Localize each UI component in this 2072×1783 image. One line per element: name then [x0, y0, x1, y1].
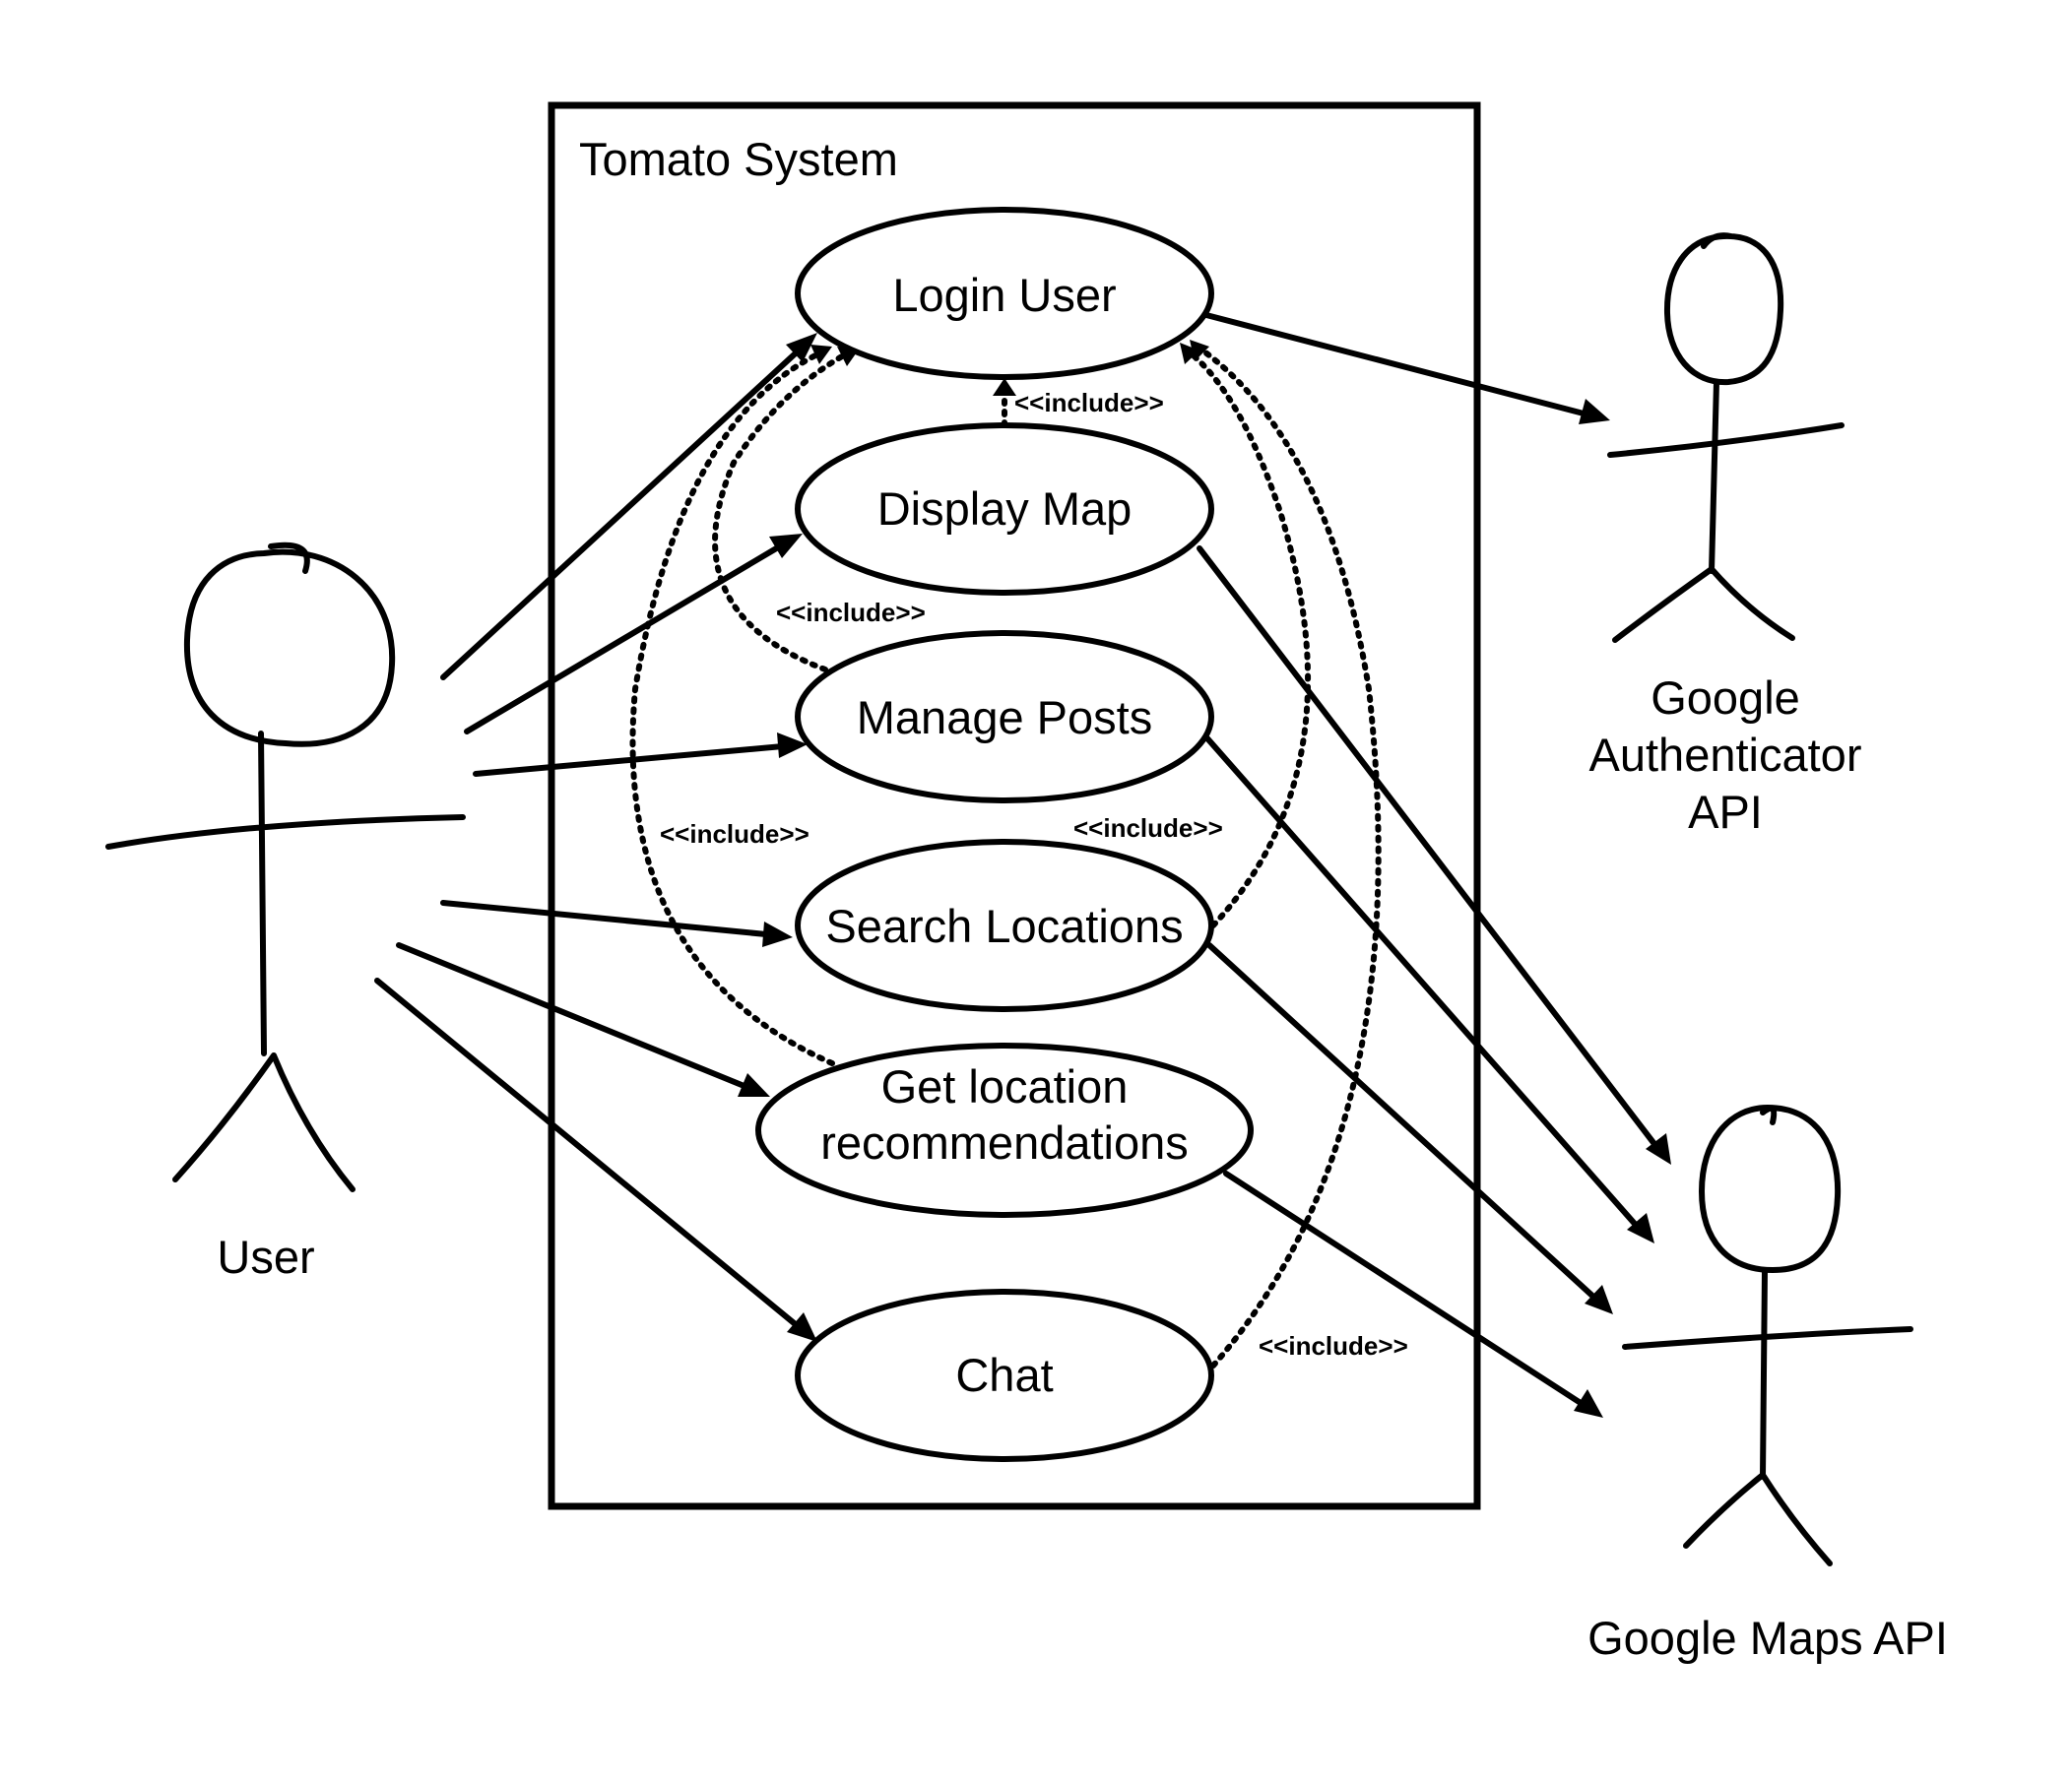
arrowhead-get-recs-google-maps — [1574, 1389, 1603, 1418]
assoc-user-manage-posts — [473, 743, 786, 777]
include-label-search-locations: <<include>> — [1073, 813, 1223, 843]
actor-label-google-auth-line3: API — [1688, 786, 1763, 838]
include-arrowhead-chat-login — [1190, 340, 1209, 361]
include-chat-to-login — [1198, 347, 1382, 1369]
include-get-recs-to-login — [629, 351, 835, 1066]
use-case-label-manage-posts: Manage Posts — [857, 691, 1152, 743]
use-case-manage-posts: Manage Posts — [795, 630, 1214, 803]
assoc-login-google-auth — [1203, 312, 1586, 416]
use-case-login-user: Login User — [795, 207, 1214, 380]
arrowhead-user-chat — [787, 1312, 817, 1342]
use-case-search-locations: Search Locations — [795, 839, 1214, 1012]
use-case-display-map: Display Map — [795, 422, 1214, 596]
use-case-label-get-recs-line2: recommendations — [820, 1116, 1189, 1169]
assoc-user-chat — [374, 978, 801, 1329]
actor-label-user: User — [217, 1231, 314, 1283]
system-title: Tomato System — [579, 133, 898, 185]
actor-label-google-auth-line2: Authenticator — [1589, 729, 1862, 781]
system-boundary — [548, 101, 1481, 1510]
use-case-label-login-user: Login User — [892, 269, 1116, 321]
google-auth-head-icon — [1663, 232, 1784, 386]
arrowhead-display-map-google-maps — [1646, 1133, 1671, 1165]
arrowhead-user-manage-posts — [777, 732, 808, 758]
use-case-label-search-locations: Search Locations — [825, 900, 1183, 952]
google-maps-body-icon — [1622, 1267, 1913, 1566]
assoc-manage-posts-google-maps — [1204, 735, 1638, 1227]
include-label-display-map: <<include>> — [1014, 388, 1164, 417]
actor-label-google-auth-line1: Google — [1651, 671, 1800, 724]
include-label-manage-posts: <<include>> — [776, 598, 926, 627]
arrowhead-user-search — [762, 922, 793, 947]
arrowhead-user-display-map — [769, 534, 803, 558]
user-associations — [374, 333, 817, 1342]
include-arrowhead-getrecs-login — [810, 345, 832, 364]
actor-google-authenticator: Google Authenticator API — [1589, 232, 1862, 838]
user-body-icon — [105, 731, 466, 1192]
include-arrowhead-display-login — [993, 378, 1016, 396]
user-head-icon — [183, 541, 396, 747]
assoc-user-login — [440, 347, 803, 680]
arrowhead-search-google-maps — [1585, 1285, 1613, 1314]
google-maps-head-icon — [1699, 1105, 1842, 1273]
api-associations — [1197, 312, 1671, 1418]
google-auth-body-icon — [1607, 379, 1845, 643]
actor-user: User — [105, 541, 466, 1283]
use-case-chat: Chat — [795, 1289, 1214, 1462]
arrowhead-user-get-recs — [738, 1073, 770, 1097]
arrowhead-login-google-auth — [1579, 399, 1610, 424]
arrowhead-user-login — [786, 333, 817, 362]
include-arrowhead-search-login — [1180, 343, 1199, 364]
use-case-label-chat: Chat — [955, 1349, 1053, 1401]
include-manage-posts-to-login — [712, 353, 845, 672]
use-case-label-display-map: Display Map — [877, 482, 1133, 535]
assoc-user-search — [440, 900, 769, 937]
include-label-chat: <<include>> — [1259, 1331, 1408, 1361]
assoc-user-get-recs — [396, 942, 749, 1090]
assoc-search-google-maps — [1206, 942, 1596, 1300]
include-label-get-recs: <<include>> — [660, 819, 809, 849]
actor-google-maps: Google Maps API — [1587, 1105, 1948, 1664]
use-case-label-get-recs-line1: Get location — [881, 1060, 1129, 1113]
actor-label-google-maps: Google Maps API — [1587, 1612, 1948, 1664]
assoc-display-map-google-maps — [1197, 545, 1657, 1147]
assoc-get-recs-google-maps — [1223, 1171, 1584, 1406]
assoc-user-display-map — [464, 544, 781, 734]
include-search-to-login — [1187, 350, 1312, 928]
arrowhead-manage-posts-google-maps — [1627, 1213, 1654, 1243]
use-case-get-recommendations: Get location recommendations — [755, 1043, 1254, 1218]
